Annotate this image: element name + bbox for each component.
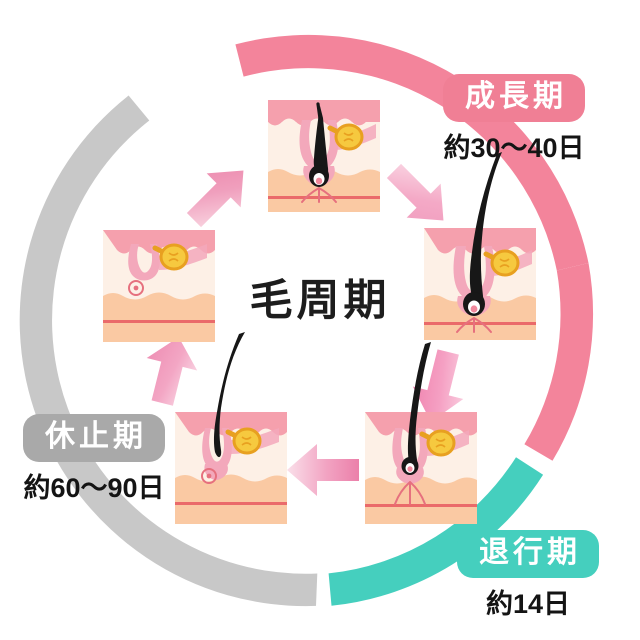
stage-label-catagen: 退行期 約14日: [424, 530, 632, 621]
skin-panel-catagen: [365, 342, 477, 524]
arrow-telogen-to-anagen: [186, 170, 244, 228]
stage-label-anagen: 成長期 約30〜40日: [396, 74, 632, 165]
skin-panel-anagen: [424, 152, 536, 340]
ring-segment-anagen-lower: [524, 263, 594, 461]
ring-segment-catagen: [328, 457, 544, 606]
skin-panel-early-anagen: [268, 100, 380, 212]
skin-panel-telogen: [103, 230, 215, 342]
stage-duration-telogen: 約60〜90日: [23, 472, 165, 503]
skin-panel-shedding: [175, 332, 287, 524]
diagram-title: 毛周期: [249, 277, 391, 325]
arrow-anagen-early-to-late: [386, 163, 444, 221]
ring-segment-anagen: [235, 34, 589, 271]
stage-badge-telogen[interactable]: 休止期: [23, 414, 165, 462]
arrow-shedding-to-telogen: [146, 337, 198, 406]
stage-label-telogen: 休止期 約60〜90日: [4, 414, 184, 505]
stage-badge-anagen[interactable]: 成長期: [443, 74, 585, 122]
stage-badge-catagen[interactable]: 退行期: [457, 530, 599, 578]
arrow-anagen-to-catagen: [412, 349, 464, 422]
arrow-catagen-to-shedding: [287, 444, 359, 496]
stage-duration-catagen: 約14日: [485, 588, 571, 619]
stage-duration-anagen: 約30〜40日: [443, 132, 585, 163]
ring-segment-telogen: [19, 95, 318, 607]
